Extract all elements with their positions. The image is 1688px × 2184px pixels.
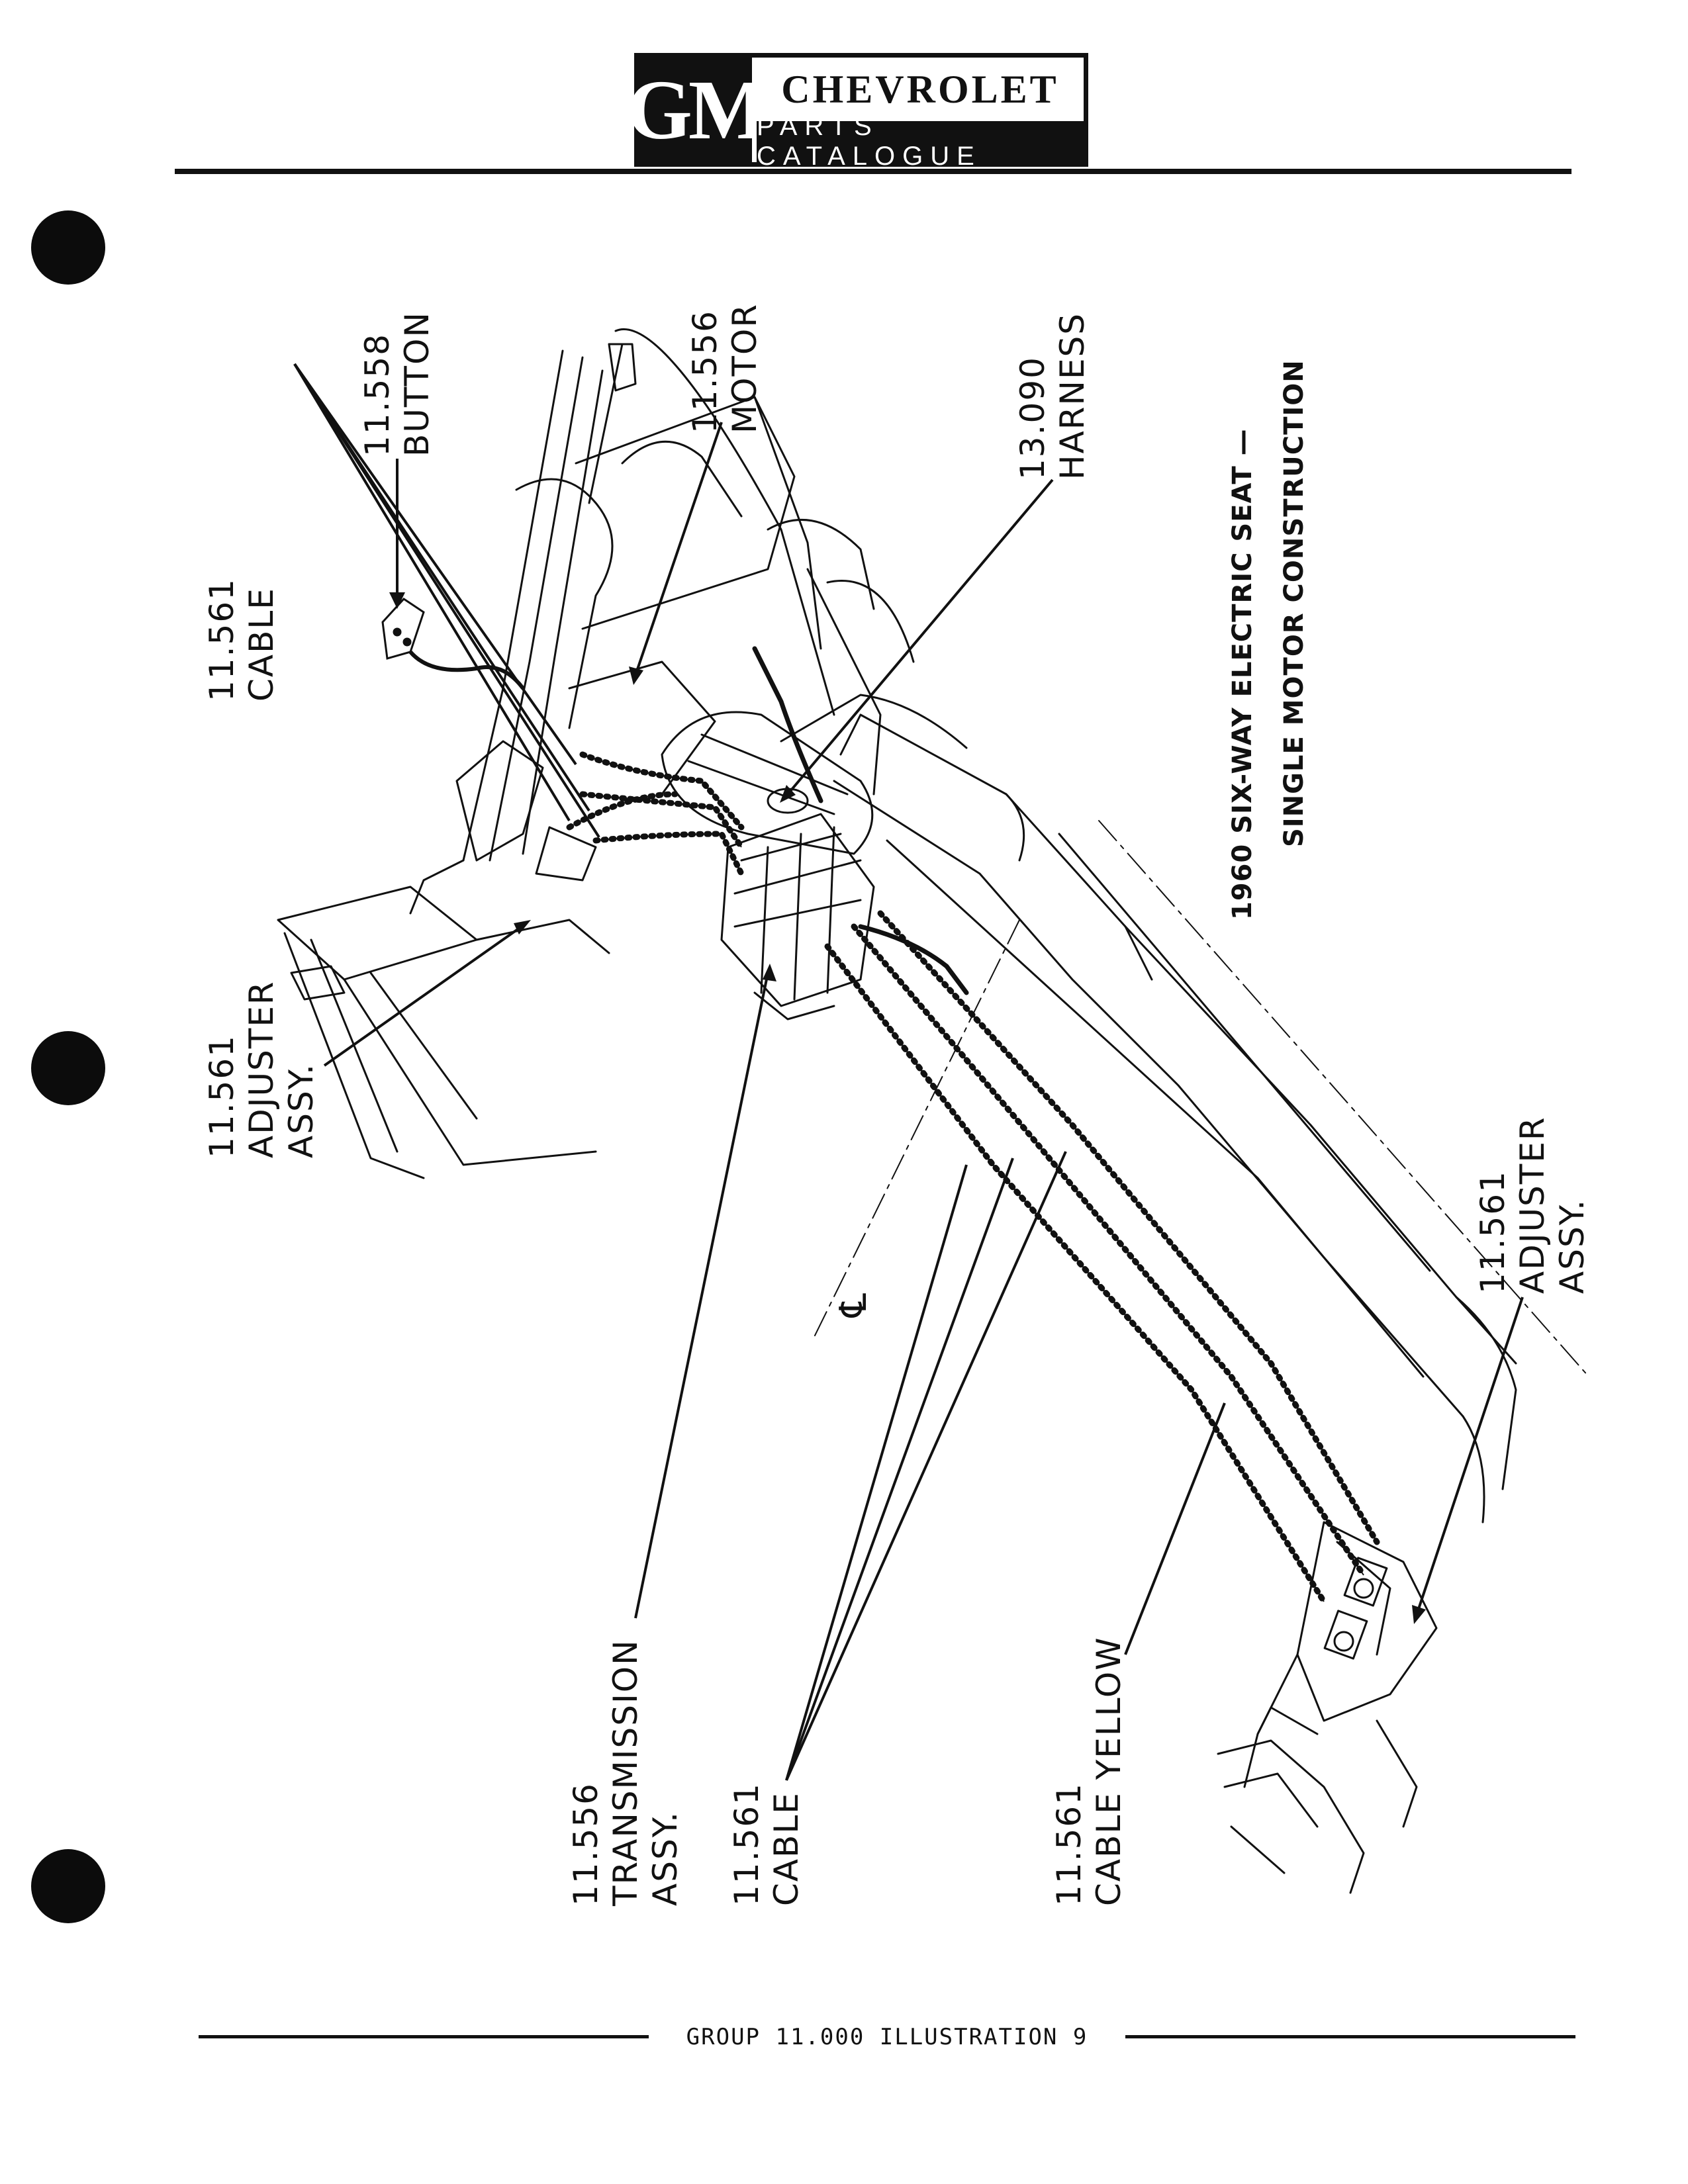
callout-adjuster-left-number: 11.561 <box>203 1034 241 1158</box>
callout-adjuster-right: 11.561 ADJUSTER ASSY. <box>1473 1116 1592 1294</box>
binder-hole-top <box>31 210 105 285</box>
harness-wire <box>752 646 969 995</box>
seat-button-switch <box>381 598 525 690</box>
centerline-symbol: ℄ <box>832 1292 875 1317</box>
right-adjuster-assembly <box>1243 1521 1438 1828</box>
callout-cable-yellow: 11.561 CABLE YELLOW <box>1049 1636 1129 1906</box>
callout-harness-number: 13.090 <box>1013 356 1052 480</box>
callout-cable-yellow-name: CABLE YELLOW <box>1090 1636 1128 1906</box>
seat-centerline <box>814 820 1589 1377</box>
callout-adjuster-left-name: ADJUSTER <box>242 980 281 1158</box>
header-rule <box>175 169 1571 174</box>
callout-adjuster-right-extra: ASSY. <box>1553 1199 1591 1294</box>
footer-caption: GROUP 11.000 ILLUSTRATION 9 <box>686 2024 1088 2050</box>
callout-adjuster-right-name: ADJUSTER <box>1513 1116 1552 1294</box>
callout-cable-upper-name: CABLE <box>242 587 281 702</box>
page-footer: GROUP 11.000 ILLUSTRATION 9 <box>199 2024 1575 2050</box>
leader-lines <box>293 363 1524 1781</box>
callout-button-number: 11.558 <box>358 333 397 457</box>
callout-button-name: BUTTON <box>398 311 436 457</box>
callout-cable-lower-number: 11.561 <box>727 1782 766 1906</box>
callout-button: 11.558 BUTTON <box>357 311 437 457</box>
brand-name: CHEVROLET <box>781 67 1059 111</box>
footer-rule-left <box>199 2035 649 2038</box>
logo-text-block: CHEVROLET PARTS CATALOGUE <box>757 58 1084 171</box>
callout-motor-number: 11.556 <box>686 310 724 433</box>
left-floor-rail <box>277 886 610 1179</box>
callout-cable-yellow-number: 11.561 <box>1050 1782 1088 1906</box>
callout-adjuster-left-extra: ASSY. <box>282 1063 320 1158</box>
callout-transmission-name: TRANSMISSION <box>606 1639 645 1906</box>
callout-transmission-extra: ASSY. <box>646 1811 684 1906</box>
seat-cushion-frame <box>780 694 1517 1524</box>
diagram-title-line2: SINGLE MOTOR CONSTRUCTION <box>1279 359 1309 847</box>
callout-harness-name: HARNESS <box>1053 312 1092 480</box>
seat-back-frame <box>614 328 915 796</box>
callout-motor: 11.556 MOTOR <box>685 303 765 433</box>
callout-transmission-number: 11.556 <box>567 1782 605 1906</box>
footer-rule-right <box>1125 2035 1575 2038</box>
diagram-title: 1960 SIX-WAY ELECTRIC SEAT — SINGLE MOTO… <box>1217 359 1320 920</box>
callout-adjuster-left: 11.561 ADJUSTER ASSY. <box>202 980 321 1158</box>
binder-hole-bottom <box>31 1849 105 1923</box>
callout-cable-lower-name: CABLE <box>767 1792 806 1906</box>
callout-cable-upper-number: 11.561 <box>203 578 241 702</box>
callout-transmission: 11.556 TRANSMISSION ASSY. <box>566 1639 685 1906</box>
callout-harness: 13.090 HARNESS <box>1013 312 1092 480</box>
diagram-title-line1: 1960 SIX-WAY ELECTRIC SEAT — <box>1227 428 1258 920</box>
binder-hole-middle <box>31 1031 105 1105</box>
right-floor-rail <box>1217 1706 1365 1894</box>
leader-arrowheads <box>389 592 1426 1624</box>
gm-mark: GM <box>626 58 769 162</box>
gm-chevrolet-logo: GM CHEVROLET PARTS CATALOGUE <box>626 53 1088 171</box>
callout-cable-lower: 11.561 CABLE <box>727 1782 806 1906</box>
callout-cable-upper: 11.561 CABLE <box>202 578 281 702</box>
callout-motor-name: MOTOR <box>726 302 764 433</box>
transmission-assembly <box>720 813 875 1021</box>
callout-adjuster-right-number: 11.561 <box>1474 1170 1512 1294</box>
